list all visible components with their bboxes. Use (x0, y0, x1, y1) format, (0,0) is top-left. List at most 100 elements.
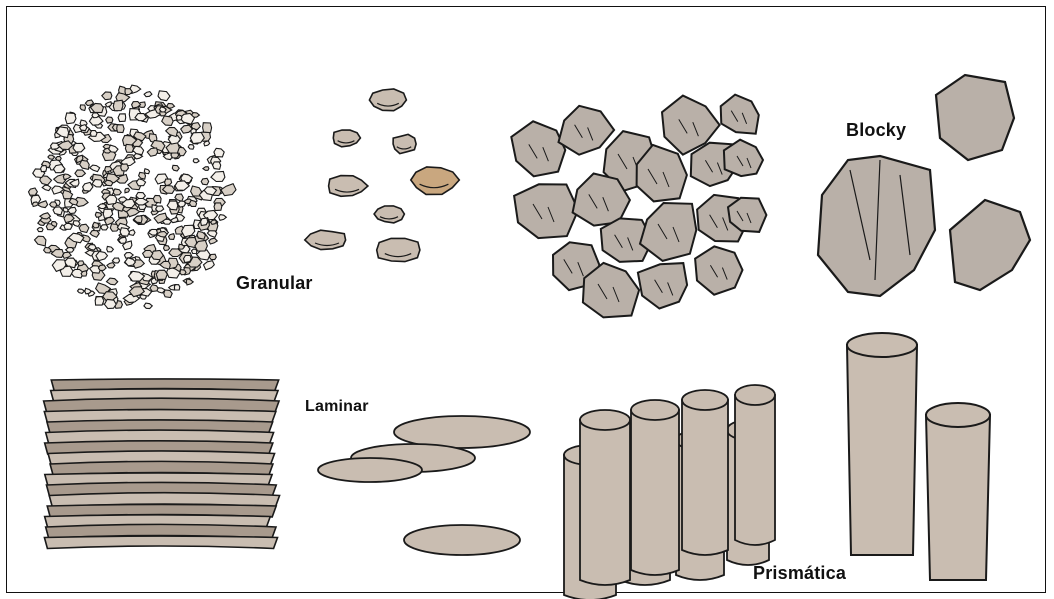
crumb (78, 289, 85, 293)
blocky-peds-illustration (818, 75, 1030, 296)
crumb (107, 246, 114, 251)
crumb (209, 238, 217, 244)
crumb (135, 114, 147, 121)
crumb (151, 250, 163, 259)
crumb (144, 169, 149, 174)
crumb (104, 299, 116, 308)
crumb (139, 172, 146, 179)
crumb (68, 207, 77, 213)
crumb (190, 132, 204, 143)
crumb (213, 162, 221, 170)
crumb (33, 202, 39, 207)
crumb (211, 172, 225, 182)
crumb (158, 91, 170, 101)
crumb (63, 252, 72, 258)
granular-ped (374, 206, 404, 223)
crumb (90, 165, 100, 172)
crumb (167, 103, 175, 108)
crumb (164, 290, 173, 298)
granular-ped (333, 130, 360, 147)
crumb (105, 102, 111, 107)
granular-label: Granular (236, 273, 313, 294)
blocky-label: Blocky (846, 120, 906, 141)
crumb (90, 131, 97, 137)
soil-block (514, 184, 578, 238)
crumb (188, 145, 194, 150)
crumb (120, 228, 129, 237)
crumb (163, 219, 172, 224)
prismatic-cluster-illustration (564, 385, 775, 599)
crumb (125, 188, 130, 193)
laminar-layer (44, 536, 277, 548)
crumb (189, 200, 196, 206)
crumb (167, 201, 178, 210)
crumb (101, 225, 108, 230)
granular-ped (305, 230, 346, 249)
crumb (80, 105, 85, 111)
crumb (150, 285, 158, 292)
crumb (83, 182, 93, 191)
prism-column-large (847, 345, 917, 555)
crumb (109, 145, 118, 152)
prism-top (735, 385, 775, 405)
crumb (201, 218, 208, 225)
crumb (166, 127, 178, 136)
crumb (184, 256, 192, 263)
granular-peds-illustration (305, 89, 460, 262)
crumb (65, 113, 76, 124)
prism-top (631, 400, 679, 420)
crumb (203, 167, 209, 171)
soil-block (559, 106, 615, 155)
crumb (73, 221, 80, 227)
laminar-label: Laminar (305, 398, 369, 416)
crumb (102, 92, 112, 100)
crumb (37, 228, 43, 232)
crumb (41, 166, 47, 172)
crumb (191, 249, 196, 253)
soil-block (721, 95, 759, 134)
crumb (176, 115, 182, 120)
crumb (172, 165, 179, 171)
soil-block (640, 203, 696, 261)
crumb (193, 159, 199, 163)
crumb (106, 117, 113, 123)
blocky-ped (818, 156, 935, 296)
crumb (121, 164, 129, 171)
crumb (103, 209, 112, 218)
laminar-plate (404, 525, 520, 555)
crumb (136, 179, 145, 186)
crumb (156, 270, 167, 279)
crumb (144, 303, 152, 308)
prism-column (580, 420, 630, 585)
crumb (98, 204, 106, 209)
crumb (153, 196, 161, 204)
crumb (63, 174, 71, 180)
crumb (201, 178, 209, 185)
crumb (180, 270, 186, 275)
crumb (174, 285, 179, 290)
prism-column (682, 400, 728, 555)
crumb (124, 253, 133, 259)
crumb (66, 248, 74, 253)
crumb (42, 185, 51, 190)
laminar-plates-illustration (318, 416, 530, 555)
crumb (79, 224, 89, 232)
crumb (143, 250, 153, 257)
blocky-ped (950, 200, 1030, 290)
crumb (35, 236, 46, 246)
granular-ped (369, 89, 406, 111)
crumb (214, 203, 222, 211)
crumb (63, 208, 68, 213)
crumb (147, 148, 157, 156)
granular-ped (377, 238, 420, 261)
crumb (219, 215, 227, 221)
granular-ped (411, 167, 460, 195)
crumb (95, 297, 104, 306)
crumb (64, 223, 72, 229)
crumb (75, 170, 86, 177)
granular-cluster-illustration (29, 85, 237, 308)
granular-ped (393, 134, 416, 153)
prismatic-columns-illustration (847, 333, 990, 580)
laminar-stack-illustration (44, 379, 280, 549)
